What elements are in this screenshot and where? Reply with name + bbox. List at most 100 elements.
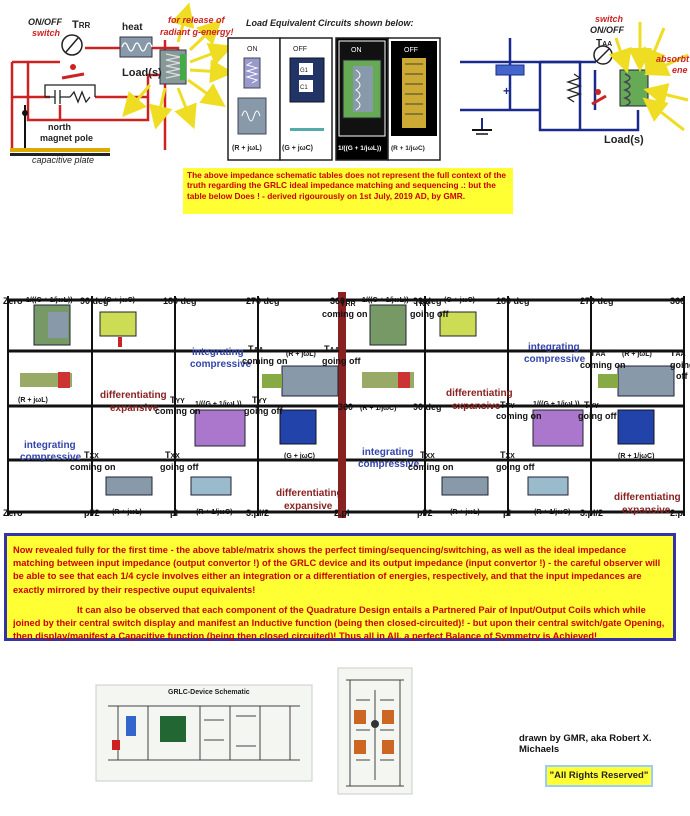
g1-label: G1	[300, 68, 309, 74]
north-pole-label: north	[48, 122, 71, 132]
imp-r-jwl-5: (R + jωL)	[450, 509, 480, 516]
differentiating-label-4: differentiating	[614, 492, 681, 503]
loads-label-right: Load(s)	[604, 134, 644, 146]
cell1-on: ON	[247, 46, 258, 53]
switch-label-right-2: ON/OFF	[590, 25, 624, 35]
expansive-label-1: expansive	[110, 403, 159, 414]
t-xx-matrix-3: TXX	[420, 450, 435, 460]
matrix-columns	[7, 296, 685, 516]
top-label-0: Zero	[3, 296, 23, 306]
bottom-label-5: pi/2	[417, 508, 433, 518]
top-label-7: 270 deg	[580, 296, 614, 306]
cell3-on: ON	[351, 47, 362, 54]
imp-g-jwc-3: (G + jωC)	[444, 297, 475, 304]
imp-r-jwl-3: (R + jωL)	[112, 509, 142, 516]
bottom-label-2: pi	[170, 508, 178, 518]
radiant-rays	[122, 2, 234, 130]
t-yy-coming-on-2: coming on	[496, 411, 542, 421]
bottom-label-3: 3.pi/2	[246, 508, 269, 518]
cell4-off: OFF	[404, 47, 418, 54]
imp-r-inv-c-2: (R + 1/jωC)	[360, 405, 396, 412]
t-xx-matrix-2: TXX	[165, 450, 180, 460]
schematic-title: GRLC-Device Schematic	[168, 689, 250, 696]
t-aa-matrix-1: TAA	[248, 344, 264, 354]
t-aa-matrix-2: TAA	[324, 344, 340, 354]
expansive-label-3: expansive	[452, 401, 501, 412]
t-aa-matrix-3: TAA	[590, 348, 606, 358]
absorb-rays	[608, 22, 689, 132]
compressive-label-4: compressive	[358, 459, 420, 470]
bottom-label-8: 2.pi	[670, 508, 686, 518]
coil-schematic	[337, 667, 413, 795]
differentiating-label-3: differentiating	[446, 388, 513, 399]
differentiating-label-2: differentiating	[276, 488, 343, 499]
imp-inv-g-2: 1/((G + 1/jωL))	[195, 401, 242, 408]
top-label-6: 180 deg	[496, 296, 530, 306]
t-aa-matrix-4: TAA	[670, 348, 686, 358]
imp-inv-g-1: 1/((G + 1/jωL))	[26, 297, 73, 304]
mid-360-label: 360	[338, 402, 353, 412]
t-rr-coming-on: coming on	[322, 309, 368, 319]
t-yy-going-off-2: going off	[578, 411, 617, 421]
top-label-2: 180 deg	[163, 296, 197, 306]
cell2-off: OFF	[293, 46, 307, 53]
compressive-label-2: compressive	[20, 452, 82, 463]
bottom-label-6: pi	[503, 508, 511, 518]
t-xx-going-off-1: going off	[160, 462, 199, 472]
matrix-element-icons	[20, 304, 675, 496]
absorb-label-2: ene	[672, 65, 688, 75]
top-label-5: 90 deg	[413, 296, 442, 306]
t-xx-matrix-1: TXX	[84, 450, 99, 460]
imp-inv-g-4: 1/((G + 1/jωL))	[533, 401, 580, 408]
integrating-label-2: integrating	[24, 440, 76, 451]
t-yy-coming-on-1: coming on	[155, 406, 201, 416]
parallel-rc-icon	[44, 84, 96, 104]
explanation-paragraph-2: It can also be observed that each compon…	[13, 604, 665, 642]
explanation-panel: Now revealed fully for the first time - …	[4, 533, 676, 641]
integrating-label-4: integrating	[362, 447, 414, 458]
cell2-label: (G + jωC)	[282, 145, 313, 152]
imp-r-jwl-2: (R + jωL)	[286, 351, 316, 358]
imp-r-inv-c-1: (R + 1/jωC)	[196, 509, 232, 516]
impedance-note: The above impedance schematic tables doe…	[183, 168, 513, 214]
grlc-schematic: GRLC-Device Schematic	[95, 684, 313, 782]
switch-label-2: switch	[32, 28, 61, 38]
t-aa-label: TAA	[596, 38, 612, 49]
top-label-3: 270 deg	[246, 296, 280, 306]
cell4-label: (R + 1/jωC)	[391, 145, 425, 152]
t-yy-matrix-4: TYY	[584, 400, 599, 410]
imp-r-inv-c-4: (R + 1/jωC)	[534, 509, 570, 516]
t-yy-matrix-3: TYY	[500, 400, 515, 410]
c1-label: C1	[300, 85, 308, 91]
t-xx-going-off-2: going off	[496, 462, 535, 472]
top-label-8: 360	[670, 296, 685, 306]
expansive-label-4: expansive	[622, 505, 671, 516]
svg-text:+: +	[503, 84, 510, 98]
mid-90-label: 90 deg	[413, 402, 442, 412]
top-label-4: 360	[330, 296, 345, 306]
differentiating-label-1: differentiating	[100, 390, 167, 401]
bottom-label-4: 2.pi	[334, 508, 350, 518]
t-rr-matrix-2: TRR	[414, 298, 430, 308]
imp-g-jwc-1: (G + jωC)	[104, 297, 135, 304]
t-xx-matrix-4: TXX	[500, 450, 515, 460]
t-yy-matrix-1: TYY	[170, 395, 185, 405]
center-divider	[338, 292, 346, 518]
north-pole-label-2: magnet pole	[40, 133, 93, 143]
imp-r-jwl-1: (R + jωL)	[18, 397, 48, 404]
t-rr-matrix-1: TRR	[340, 298, 356, 308]
switch-label: ON/OFF	[28, 17, 62, 27]
t-xx-coming-on-2: coming on	[408, 462, 454, 472]
compressive-label-1: compressive	[190, 359, 252, 370]
t-yy-going-off-1: going off	[244, 406, 283, 416]
t-aa-off-2: off	[676, 371, 688, 381]
impedance-matrix: Zero 90 deg 180 deg 270 deg 360 90 deg 1…	[3, 292, 690, 518]
absorb-label: absorbt	[656, 54, 690, 64]
heat-coil-icon	[119, 36, 153, 58]
rights-badge: "All Rights Reserved"	[545, 765, 653, 787]
imp-g-jwc-2: (G + jωC)	[284, 453, 315, 460]
imp-inv-g-3: 1/((G + 1/jωL))	[362, 297, 409, 304]
t-yy-matrix-2: TYY	[252, 395, 267, 405]
bottom-label-7: 3.pi/2	[580, 508, 603, 518]
top-label-1: 90 deg	[80, 296, 109, 306]
